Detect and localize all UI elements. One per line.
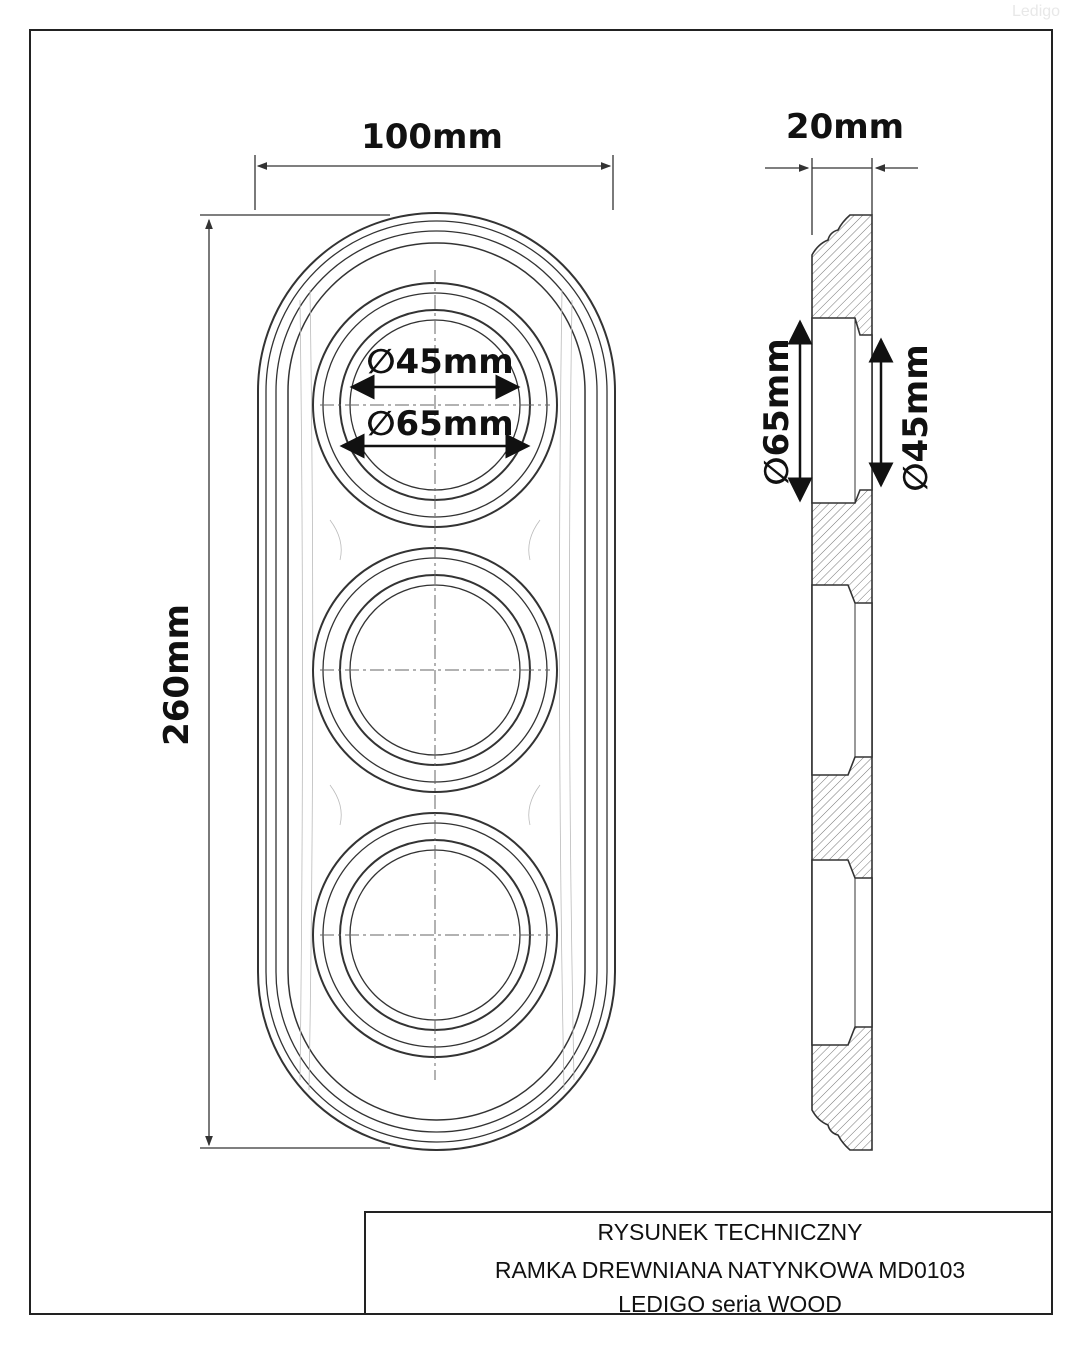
- front-view: [257, 212, 616, 1151]
- watermark: Ledigo: [1012, 3, 1060, 20]
- inner-diameter-label: ∅45mm: [366, 342, 513, 382]
- height-dimension-label: 260mm: [157, 604, 197, 746]
- front-dimensions: [200, 155, 614, 1149]
- side-view: [811, 214, 873, 1151]
- title-line-2: RAMKA DREWNIANA NATYNKOWA MD0103: [495, 1257, 965, 1283]
- side-dimensions: [765, 158, 918, 503]
- section-hole-2: [811, 584, 873, 776]
- title-line-3: LEDIGO seria WOOD: [618, 1291, 842, 1317]
- side-inner-diameter-label: ∅45mm: [896, 344, 936, 491]
- section-hole-1: [811, 317, 873, 504]
- title-block: RYSUNEK TECHNICZNY RAMKA DREWNIANA NATYN…: [364, 1211, 1053, 1317]
- side-outer-diameter-label: ∅65mm: [757, 338, 797, 485]
- title-line-1: RYSUNEK TECHNICZNY: [598, 1219, 863, 1245]
- center-lines: [320, 270, 550, 1080]
- frame-outline: [257, 212, 616, 1151]
- depth-dimension-label: 20mm: [786, 107, 904, 147]
- section-hole-3: [811, 859, 873, 1046]
- outer-diameter-label: ∅65mm: [366, 404, 513, 444]
- width-dimension-label: 100mm: [361, 117, 503, 157]
